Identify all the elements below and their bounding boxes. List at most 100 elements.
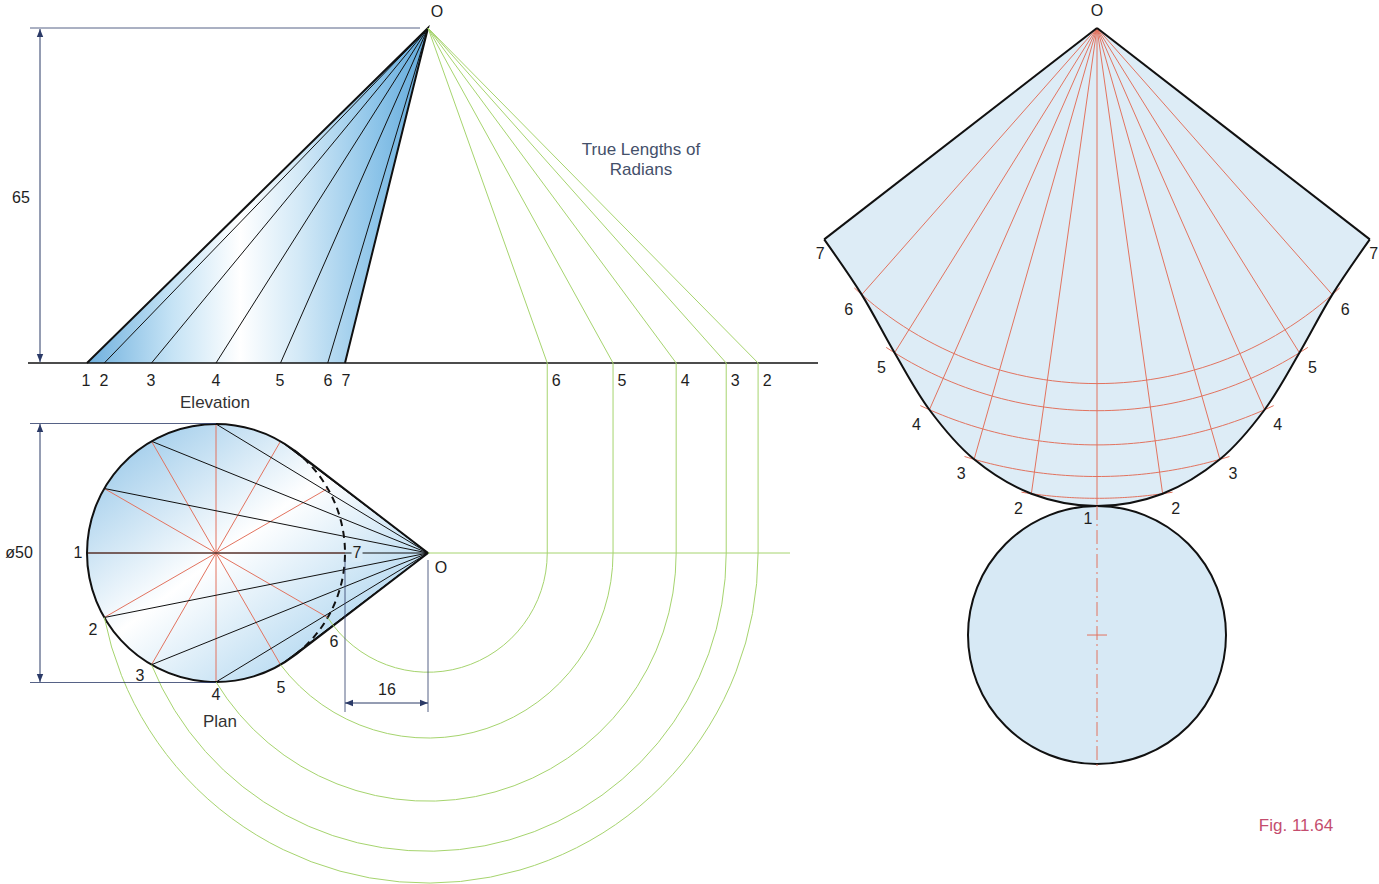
generator-line	[87, 553, 428, 554]
label-holder: 5	[1307, 359, 1318, 377]
note-text: True Lengths of Radians	[576, 140, 706, 179]
label-holder: 5	[617, 372, 628, 390]
label-holder: 2	[88, 621, 99, 639]
base-division-line	[216, 553, 217, 682]
label-holder: 6	[1340, 300, 1351, 318]
label-holder: 7	[815, 245, 826, 263]
generator-line	[1097, 28, 1299, 353]
callout-number: 5	[275, 372, 286, 390]
callout-number: 1	[1083, 510, 1094, 528]
generator-line	[1097, 28, 1370, 239]
label-holder: 1	[1083, 510, 1094, 528]
callout-number: 3	[146, 372, 157, 390]
label-holder: 2	[1013, 499, 1024, 517]
true-length-arc	[965, 456, 1230, 476]
label-holder: True Lengths of Radians	[576, 140, 706, 179]
true-length-line	[428, 28, 547, 363]
base-division-line	[216, 441, 281, 553]
generator-line	[104, 28, 428, 363]
callout-number: 4	[211, 686, 222, 704]
callout-number: 3	[135, 667, 146, 685]
label-holder: 6	[323, 372, 334, 390]
callout-number: 4	[680, 372, 691, 390]
dimension-text: 16	[377, 681, 397, 699]
label-holder: 4	[1272, 416, 1283, 434]
base-division-line	[216, 489, 328, 554]
generator-line	[1097, 28, 1332, 295]
label-holder: 5	[276, 679, 287, 697]
true-length-arc	[886, 347, 1308, 410]
callout-number: 1	[81, 372, 92, 390]
generator-line	[104, 489, 428, 554]
dimension-line	[40, 424, 41, 682]
label-holder: 7	[352, 544, 363, 562]
base-division-line	[152, 441, 217, 553]
callout-number: 3	[956, 465, 967, 483]
generator-line	[1097, 28, 1265, 410]
callout-number: 5	[617, 372, 628, 390]
label-holder: 3	[146, 372, 157, 390]
projector-line	[547, 363, 548, 553]
centre-line	[1097, 506, 1098, 768]
label-holder: 2	[1170, 499, 1181, 517]
seam-line	[1097, 28, 1370, 239]
true-length-line	[428, 28, 726, 363]
callout-number: 2	[88, 621, 99, 639]
cone-outline	[87, 28, 428, 363]
label-holder: 6	[551, 372, 562, 390]
cone-plan	[87, 424, 428, 682]
callout-number: 4	[211, 372, 222, 390]
projector-line	[726, 363, 727, 553]
view-title: Elevation	[179, 393, 251, 413]
callout-number: 6	[1340, 300, 1351, 318]
construction-geometry	[28, 28, 1370, 883]
label-holder: Fig. 11.64	[1258, 816, 1334, 836]
apex-label: O	[430, 3, 444, 21]
extension-line	[345, 560, 346, 712]
true-length-arc	[920, 406, 1273, 445]
generator-line	[1097, 28, 1163, 494]
swing-arc	[216, 553, 676, 801]
extension-line	[428, 560, 429, 712]
callout-number: 3	[730, 372, 741, 390]
true-length-line	[428, 28, 676, 363]
development-curve	[824, 239, 1370, 506]
base-division-line	[216, 424, 217, 553]
callout-number: 6	[329, 633, 340, 651]
label-holder: 2	[762, 372, 773, 390]
label-holder: 7	[341, 372, 352, 390]
callout-number: 3	[1227, 465, 1238, 483]
projector-line	[613, 363, 614, 553]
true-length-line	[428, 28, 758, 363]
generator-line	[862, 28, 1097, 295]
base-division-line	[216, 553, 281, 665]
view-title: Plan	[202, 712, 238, 732]
label-holder: 4	[211, 686, 222, 704]
label-holder: 4	[911, 416, 922, 434]
callout-number: 7	[352, 544, 363, 562]
label-holder: 1	[81, 372, 92, 390]
generator-line	[824, 28, 1097, 239]
label-holder: 5	[275, 372, 286, 390]
extension-line	[30, 423, 216, 424]
callout-number: 5	[1307, 359, 1318, 377]
base-division-line	[104, 553, 216, 618]
callout-number: 5	[276, 679, 287, 697]
label-holder: 65	[11, 189, 31, 207]
centre-mark	[1087, 635, 1107, 636]
callout-number: 7	[1368, 245, 1379, 263]
ground-line	[28, 362, 818, 364]
callout-number: 6	[551, 372, 562, 390]
label-holder: 2	[99, 372, 110, 390]
generator-line	[1031, 28, 1097, 494]
callout-number: 6	[323, 372, 334, 390]
projector-line	[676, 363, 677, 553]
label-holder: 6	[329, 633, 340, 651]
generator-line	[929, 28, 1097, 410]
generator-line	[216, 553, 428, 682]
label-holder: 5	[876, 359, 887, 377]
generator-line	[1097, 28, 1220, 459]
